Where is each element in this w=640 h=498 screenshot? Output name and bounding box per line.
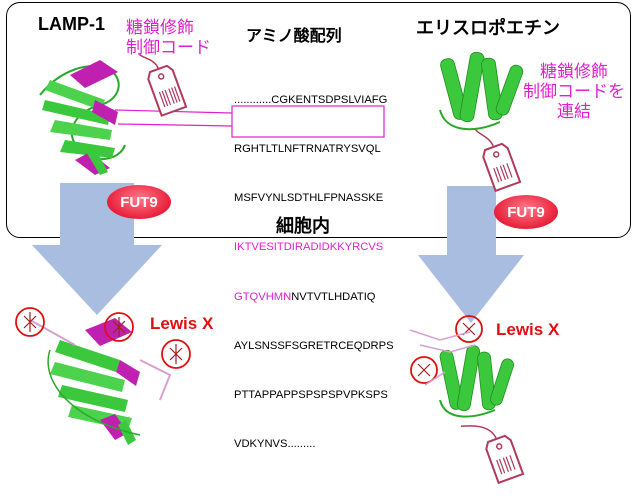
fut9-enzyme-right: FUT9 — [494, 195, 558, 229]
epo-protein-structure — [439, 51, 524, 131]
highlight-connector-lines — [114, 109, 233, 127]
left-tag-label: 糖鎖修飾 制御コード — [126, 18, 211, 58]
lamp1-label: LAMP-1 — [38, 14, 105, 34]
sequence-line: RGHTLTLNFTRNATRYSVQL — [234, 143, 381, 156]
sequence-title: アミノ酸配列 — [246, 26, 342, 45]
cell-boundary-box — [6, 2, 631, 238]
sequence-line: AYLSNSSFSGRETRCEQDRPS — [234, 339, 394, 352]
lamp1-protein-structure — [39, 60, 126, 175]
amino-acid-sequence: ............CGKENTSDPSLVIAFG RGHTLTLNFTR… — [234, 59, 394, 469]
lewis-x-label-left: Lewis X — [150, 314, 214, 333]
epo-glycosylated-structure — [439, 345, 514, 418]
sequence-line: IKTVESITDIRADIDKKYRCVS — [234, 241, 384, 254]
lewis-x-label-right: Lewis X — [496, 320, 560, 339]
left-tag-label-line: 制御コード — [126, 38, 211, 58]
lamp1-glycosylated-structure — [29, 318, 172, 445]
right-tag-label-line: 連結 — [557, 102, 591, 122]
fut9-enzyme-left: FUT9 — [107, 185, 171, 219]
glycan-residues — [23, 312, 476, 377]
tag-icon-right-top — [475, 129, 522, 193]
tag-icon-right-bottom — [460, 425, 525, 485]
sequence-line: GTQVHMNNVTVTLHDATIQ — [234, 290, 376, 303]
right-tag-label-line: 制御コードを — [523, 82, 625, 102]
sequence-line: ............CGKENTSDPSLVIAFG — [234, 93, 388, 106]
epo-glycan-chains — [409, 329, 476, 386]
tag-icon-left — [138, 53, 188, 117]
sequence-line: VDKYNVS......... — [234, 438, 316, 451]
sequence-line: PTTAPPAPPSPSPSPVPKSPS — [234, 389, 388, 402]
sequence-line: MSFVYNLSDTHLFPNASSKE — [234, 192, 384, 205]
right-tag-label: 糖鎖修飾 制御コードを 連結 — [520, 62, 628, 122]
intracellular-label: 細胞内 — [276, 216, 330, 237]
epo-label: エリスロポエチン — [416, 18, 560, 39]
left-tag-label-line: 糖鎖修飾 — [126, 18, 194, 38]
right-down-arrow — [418, 186, 524, 323]
sequence-highlight-box — [231, 105, 385, 138]
lewis-x-circle — [15, 307, 483, 384]
right-tag-label-line: 糖鎖修飾 — [540, 62, 608, 82]
